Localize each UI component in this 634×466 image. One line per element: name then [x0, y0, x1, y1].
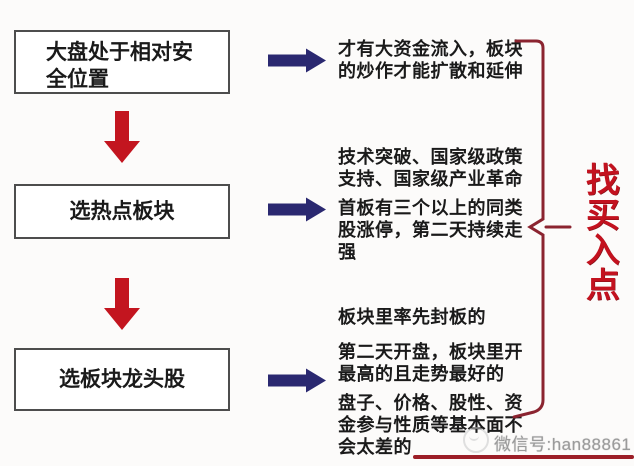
- down-arrow-shape: [104, 111, 140, 163]
- brace-path: [512, 39, 545, 419]
- watermark-logo-icon: [463, 427, 489, 453]
- right-arrow-shape: [268, 368, 326, 393]
- flow-step-box-leading-stock: 选板块龙头股: [14, 348, 230, 411]
- flow-step-label: 大盘处于相对安 全位置: [46, 41, 193, 91]
- detail-text-next-day-open: 第二天开盘，板块里开 最高的且走势最好的: [338, 342, 523, 384]
- bottom-red-divider: [413, 455, 634, 459]
- right-arrow-icon: [268, 48, 326, 73]
- right-arrow-shape: [268, 197, 326, 222]
- detail-text-limit-up-stocks: 首板有三个以上的同类 股涨停，第二天持续走 强: [338, 198, 523, 262]
- flow-step-label: 选板块龙头股: [59, 368, 185, 391]
- right-arrow-icon: [268, 368, 326, 393]
- flow-step-box-market-position: 大盘处于相对安 全位置: [14, 30, 230, 94]
- flow-step-box-hot-sector: 选热点板块: [14, 184, 230, 239]
- curly-brace-icon: [512, 39, 572, 419]
- detail-text-policy-support: 技术突破、国家级政策 支持、国家级产业革命: [338, 147, 523, 189]
- down-arrow-shape: [104, 278, 140, 330]
- flow-step-label: 选热点板块: [69, 200, 175, 223]
- watermark-wechat-id: 微信号:han88861: [494, 435, 632, 454]
- down-arrow-icon: [104, 278, 140, 330]
- detail-text-fundamentals: 盘子、价格、股性、资 金参与性质等基本面不 会太差的: [338, 393, 523, 457]
- detail-text-first-sealed-board: 板块里率先封板的: [338, 307, 486, 327]
- side-label-find-buy-point: 找买入点: [586, 162, 620, 305]
- down-arrow-icon: [104, 111, 140, 163]
- right-arrow-icon: [268, 197, 326, 222]
- right-arrow-shape: [268, 48, 326, 73]
- detail-text-capital-inflow: 才有大资金流入，板块 的炒作才能扩散和延伸: [338, 39, 523, 81]
